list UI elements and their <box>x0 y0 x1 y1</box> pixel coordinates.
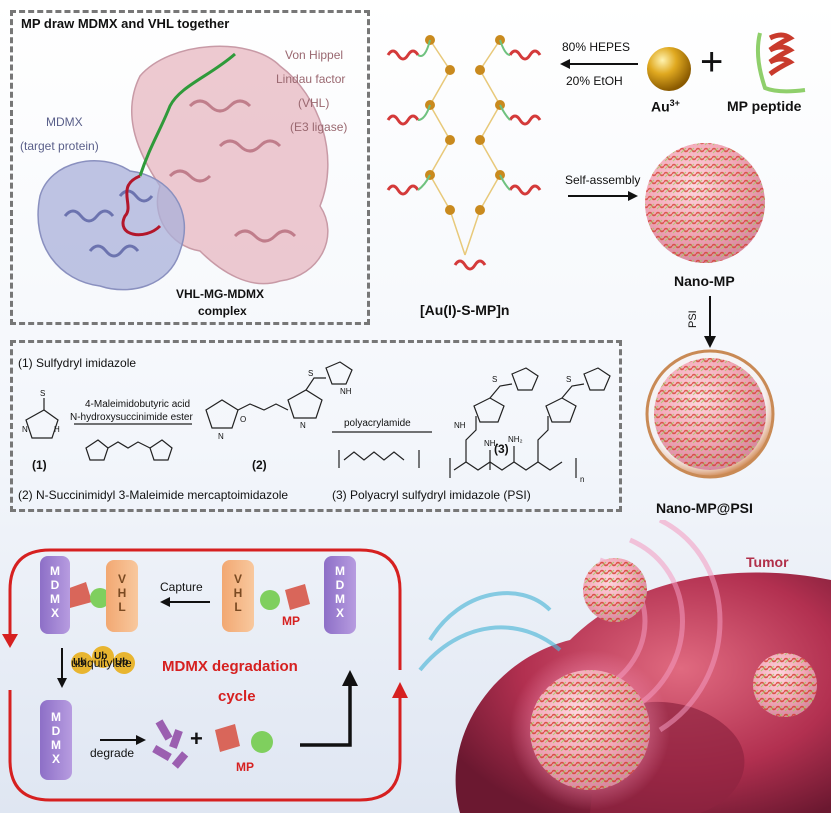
cycle-subtitle: cycle <box>218 688 256 705</box>
nano-mp-particle <box>645 143 765 263</box>
tumor-label: Tumor <box>746 554 789 570</box>
plus-sign: + <box>700 40 724 84</box>
mp-peptide-label: MP peptide <box>727 98 802 114</box>
polymer-label: [Au(I)-S-MP]n <box>420 302 510 318</box>
compound-num-2: (2) <box>252 458 267 472</box>
self-assembly-label: Self-assembly <box>565 173 641 187</box>
ub-ball-3: Ub <box>115 657 129 668</box>
reaction-arrow-left <box>560 59 638 69</box>
mp-label-top: MP <box>282 614 300 628</box>
atom-nh2-1: NH₂ <box>484 439 499 448</box>
panel-chemistry <box>10 340 622 512</box>
compound-num-1: (1) <box>32 458 47 472</box>
reaction-condition-1: 80% HEPES <box>562 40 631 54</box>
vhl-label-2: Lindau factor <box>276 72 346 86</box>
vhl-label-4: (E3 ligase) <box>290 120 348 134</box>
atom-s-1: S <box>40 389 45 398</box>
panel-a-title: MP draw MDMX and VHL together <box>21 16 230 31</box>
reagent-2: N-hydroxysuccinimide ester <box>70 412 193 423</box>
atom-nh-2: NH <box>454 421 466 430</box>
atom-s-3: S <box>492 375 497 384</box>
atom-s-2: S <box>308 369 313 378</box>
peptide-green-strand <box>138 52 236 177</box>
nano-mp-psi-particle <box>645 349 775 479</box>
atom-s-4: S <box>566 375 571 384</box>
gold-sphere-icon <box>647 47 691 91</box>
atom-n-2: N <box>218 432 224 441</box>
plus-sign-degrade: + <box>190 726 203 751</box>
ub-ball-2: Ub <box>94 651 108 662</box>
psi-label: PSI <box>687 310 699 328</box>
mdmx-label-2: (target protein) <box>20 139 99 153</box>
atom-nh2-2: NH₂ <box>508 435 523 444</box>
vhl-label-3: (VHL) <box>298 96 330 110</box>
mdmx-label-1: MDMX <box>46 115 83 129</box>
reaction-condition-2: 20% EtOH <box>566 74 623 88</box>
caption-compound-2: (2) N-Succinimidyl 3-Maleimide mercaptoi… <box>18 488 289 502</box>
nano-mp-psi-label: Nano-MP@PSI <box>656 500 753 516</box>
ubiquitylate-label: ubiquitylate <box>71 656 132 670</box>
complex-label-1: VHL-MG-MDMX <box>176 287 264 301</box>
peptide-red-strand <box>121 174 162 237</box>
degrade-label: degrade <box>90 746 135 760</box>
reagent-1: 4-Maleimidobutyric acid <box>85 399 191 410</box>
atom-n-subscript: n <box>580 475 584 484</box>
psi-arrow <box>704 296 716 348</box>
atom-h-1: H <box>54 425 60 434</box>
atom-o-1: O <box>240 415 246 424</box>
reagent-3: polyacrylamide <box>344 418 411 429</box>
mdmx-surface <box>37 160 186 291</box>
chem-heading: (1) Sulfydryl imidazole <box>18 356 137 370</box>
panel-protein-complex <box>10 10 370 325</box>
atom-nh-1: NH <box>340 387 352 396</box>
atom-n-1: N <box>22 425 28 434</box>
degradation-cycle-loop <box>2 548 408 802</box>
protein-complex-illustration <box>37 45 329 291</box>
ub-ball-1: Ub <box>73 657 87 668</box>
cycle-title: MDMX degradation <box>162 658 298 675</box>
capture-label: Capture <box>160 580 203 594</box>
vhl-label-1: Von Hippel <box>285 48 344 62</box>
self-assembly-arrow <box>568 191 638 201</box>
mp-peptide-icon <box>755 32 806 94</box>
au-mp-polymer-chain <box>386 35 542 271</box>
nano-mp-label: Nano-MP <box>674 273 735 289</box>
complex-label-2: complex <box>198 304 247 318</box>
atom-n-3: N <box>300 421 306 430</box>
mp-label-bottom: MP <box>236 760 254 774</box>
caption-compound-3: (3) Polyacryl sulfydryl imidazole (PSI) <box>332 488 531 502</box>
tumor-background <box>418 520 831 813</box>
chemical-structures: S N H N O N S NH NH NH₂ NH₂ S S n <box>22 361 611 484</box>
compound-num-3: (3) <box>494 442 509 456</box>
au-label: Au3+ <box>651 98 680 115</box>
